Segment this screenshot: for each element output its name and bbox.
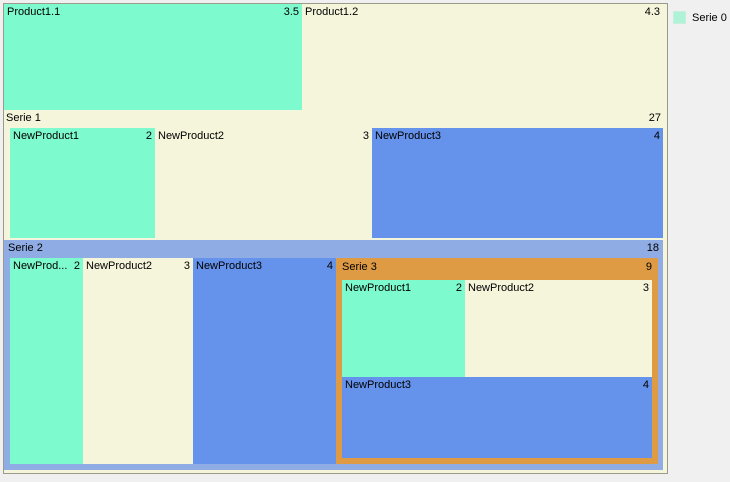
treemap-node-serie3-newproduct1[interactable]: NewProduct1 2 — [342, 280, 465, 377]
treemap-node-serie2-newproduct1[interactable]: NewProd... 2 — [10, 258, 83, 464]
node-value: 4 — [326, 260, 333, 272]
node-header: NewProduct1 2 — [342, 280, 465, 297]
node-header: NewProd... 2 — [10, 258, 83, 275]
treemap-node-serie1-newproduct1[interactable]: NewProduct1 2 — [10, 128, 155, 238]
treemap-node-serie1-newproduct2[interactable]: NewProduct2 3 — [155, 128, 372, 238]
node-label: NewProduct1 — [345, 282, 412, 294]
group-header: Serie 3 9 — [336, 258, 658, 277]
group-header: Serie 1 27 — [4, 110, 663, 127]
group-value: 27 — [648, 112, 661, 124]
group-value: 18 — [646, 242, 659, 254]
node-value: 4.3 — [644, 6, 660, 18]
chart-plot-area: Product1.1 3.5 Product1.2 4.3 Serie 1 27… — [3, 3, 668, 474]
group-header: Serie 2 18 — [4, 240, 663, 257]
group-label: Serie 2 — [8, 242, 43, 254]
node-header: NewProduct2 3 — [155, 128, 372, 145]
chart-legend: Serie 0 — [673, 11, 727, 24]
treemap-node-serie3-newproduct2[interactable]: NewProduct2 3 — [465, 280, 652, 377]
node-value: 3 — [183, 260, 190, 272]
treemap-node-product1-2[interactable]: Product1.2 4.3 — [302, 4, 663, 110]
node-header: Product1.1 3.5 — [4, 4, 302, 21]
node-value: 4 — [642, 379, 649, 391]
node-header: NewProduct2 3 — [83, 258, 193, 275]
node-label: Product1.2 — [305, 6, 359, 18]
node-value: 3 — [362, 130, 369, 142]
node-header: NewProduct1 2 — [10, 128, 155, 145]
node-label: NewProduct2 — [86, 260, 153, 272]
treemap-node-serie1-newproduct3[interactable]: NewProduct3 4 — [372, 128, 663, 238]
treemap-node-serie3-newproduct3[interactable]: NewProduct3 4 — [342, 377, 652, 458]
node-label: NewProduct3 — [375, 130, 442, 142]
node-label: NewProd... — [13, 260, 68, 272]
node-label: NewProduct1 — [13, 130, 80, 142]
node-label: NewProduct3 — [345, 379, 412, 391]
group-label: Serie 1 — [6, 112, 41, 124]
node-header: Product1.2 4.3 — [302, 4, 663, 21]
legend-swatch-serie-0 — [673, 11, 686, 24]
node-label: NewProduct2 — [158, 130, 225, 142]
node-label: Product1.1 — [7, 6, 61, 18]
treemap-node-serie2-newproduct3[interactable]: NewProduct3 4 — [193, 258, 336, 464]
group-value: 9 — [645, 261, 652, 273]
node-value: 2 — [145, 130, 152, 142]
node-value: 2 — [73, 260, 80, 272]
node-value: 3.5 — [283, 6, 299, 18]
node-header: NewProduct3 4 — [372, 128, 663, 145]
node-value: 4 — [653, 130, 660, 142]
node-label: NewProduct3 — [196, 260, 263, 272]
treemap-group-serie-2[interactable]: Serie 2 18 NewProd... 2 NewProduct2 3 Ne… — [4, 240, 663, 470]
treemap-group-serie-1[interactable]: Serie 1 27 NewProduct1 2 NewProduct2 3 N… — [4, 110, 663, 238]
node-value: 3 — [642, 282, 649, 294]
node-label: NewProduct2 — [468, 282, 535, 294]
treemap-node-serie2-newproduct2[interactable]: NewProduct2 3 — [83, 258, 193, 464]
node-header: NewProduct2 3 — [465, 280, 652, 297]
node-header: NewProduct3 4 — [193, 258, 336, 275]
legend-label[interactable]: Serie 0 — [692, 11, 727, 24]
treemap-node-product1-1[interactable]: Product1.1 3.5 — [4, 4, 302, 110]
group-label: Serie 3 — [342, 261, 377, 273]
node-header: NewProduct3 4 — [342, 377, 652, 394]
treemap-group-serie-3[interactable]: Serie 3 9 NewProduct1 2 NewProduct2 3 — [336, 258, 658, 464]
node-value: 2 — [455, 282, 462, 294]
